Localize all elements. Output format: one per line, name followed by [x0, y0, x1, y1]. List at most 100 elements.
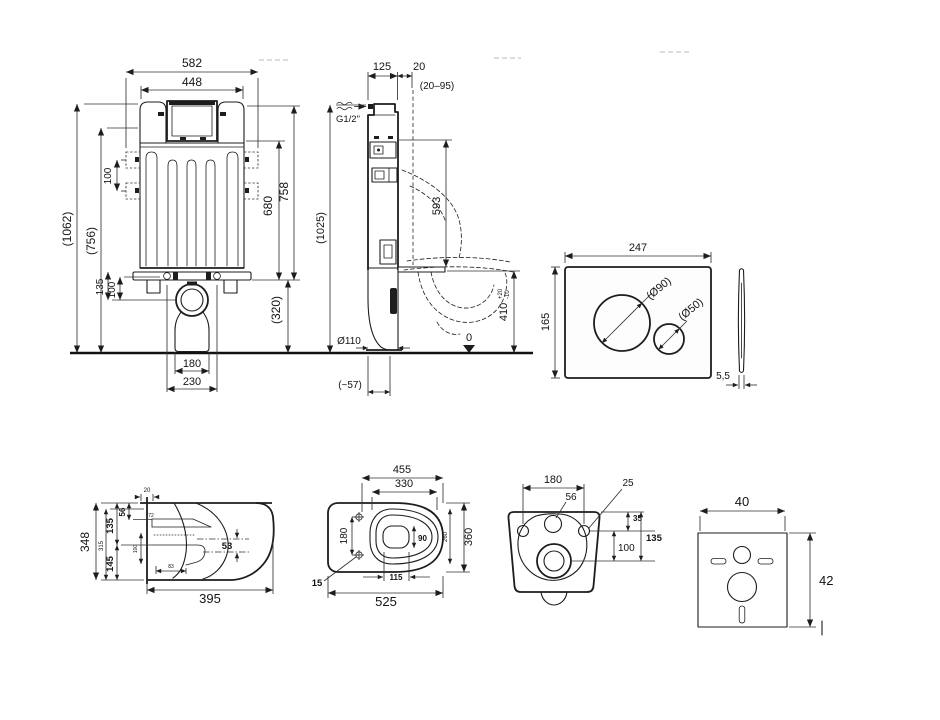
bowl-inner-shelf — [151, 518, 212, 566]
dim-hole-spacing-rear: 180 — [522, 474, 585, 524]
dim-offset-135: 135 — [95, 272, 175, 301]
dim-label-57: (~57) — [338, 380, 362, 391]
dim-depth-outer: 360 — [446, 502, 475, 573]
dim-width-seat: 455 — [361, 464, 444, 512]
dim-offset-115: 115 — [363, 552, 430, 582]
dim-offset-100-rear: 100 — [572, 531, 655, 562]
mounting-holes-top — [354, 512, 364, 560]
dim-label-330: 330 — [395, 478, 413, 490]
dim-label-135-front: 135 — [95, 278, 106, 295]
dim-drain-width: 230 — [166, 285, 218, 393]
dim-label-1025: (1025) — [315, 212, 327, 244]
dim-label-680: 680 — [261, 196, 275, 216]
water-wave-icon — [336, 101, 353, 111]
dim-label-83: 83 — [168, 564, 174, 570]
dim-label-55: 5,5 — [716, 371, 730, 382]
dim-anchor-spacing: 100 — [103, 159, 126, 192]
dim-pad-width: 40 — [699, 494, 786, 531]
flush-plate-edge-profile — [737, 268, 746, 374]
dim-label-g12: G1/2" — [336, 114, 360, 125]
dim-outlet-height: 410 +20 -10 — [447, 270, 520, 353]
dim-hole-offset: 15 — [312, 556, 357, 589]
dim-label-180-top: 180 — [339, 527, 350, 544]
rear-left-hole — [516, 524, 530, 538]
dim-label-o110: Ø110 — [337, 336, 361, 347]
dim-label-100-front: 100 — [107, 281, 118, 298]
dim-drain-offset: (~57) — [338, 356, 391, 396]
rear-drain-inner — [543, 550, 565, 572]
dim-top-offset: 20 — [134, 488, 160, 501]
dim-label-35: 35 — [633, 514, 642, 523]
dim-plate-thickness: 5,5 — [716, 371, 757, 389]
dim-label-180-front: 180 — [183, 358, 201, 370]
dim-label-165: 165 — [540, 313, 552, 331]
dim-pad-height: 42 — [789, 532, 833, 628]
dim-label-90: 90 — [418, 534, 427, 543]
dim-label-756: (756) — [84, 227, 98, 255]
dim-label-582: 582 — [182, 56, 202, 70]
front-view-installation-frame: 582 448 (1062) (756) 100 135 100 758 — [60, 56, 300, 393]
dim-label-135-side: 135 — [105, 517, 116, 534]
flush-plate-view: (Ø90) (Ø50) 247 165 5,5 — [540, 242, 757, 389]
dim-frame-height-inner: (756) — [84, 127, 138, 353]
dim-hole-56: 56 — [555, 492, 577, 519]
dim-hole-25: 25 — [588, 478, 634, 529]
dim-label-320: (320) — [269, 296, 283, 324]
rear-drain-outer — [536, 543, 572, 579]
dim-100-inner: 100 — [133, 533, 144, 564]
frame-base-plate — [132, 271, 252, 294]
side-view-installation-frame: G1/2" 125 20 (20–95) (1025) 593 410 +20 … — [315, 61, 520, 396]
dim-56-left: 56 — [118, 503, 152, 520]
drain-elbow-pipe — [366, 269, 402, 351]
pad-outline — [697, 532, 788, 628]
dim-label-247: 247 — [629, 242, 647, 254]
dim-flush-hole: 90 — [411, 526, 427, 548]
frame-slats — [145, 151, 239, 267]
dim-drain-diameter: Ø110 — [337, 336, 410, 351]
dim-frame-height-outer: (1062) — [60, 103, 138, 353]
dim-label-455: 455 — [393, 464, 411, 476]
dim-135-left: 135 — [105, 503, 152, 546]
dim-label-348: 348 — [78, 532, 92, 552]
toilet-bowl-dashed-silhouette — [401, 169, 514, 335]
dim-label-40: 40 — [735, 494, 749, 509]
pad-right-slot — [757, 558, 774, 565]
dim-315-left: 315 — [99, 508, 144, 580]
dim-label-100-rear: 100 — [618, 543, 635, 554]
toilet-top-view: 455 330 180 90 260 360 115 15 — [312, 464, 475, 609]
dim-label-145: 145 — [105, 555, 116, 572]
dim-label-tol-minus: -10 — [505, 290, 511, 299]
dim-145-left: 145 — [105, 545, 120, 580]
rear-right-hole — [577, 524, 591, 538]
dim-offset-100: 100 — [107, 276, 160, 300]
dim-seat-step: 53 — [197, 529, 249, 562]
scan-artifact — [259, 51, 689, 61]
flush-button-small — [653, 323, 685, 355]
toilet-rear-view: 180 56 25 35 100 135 — [507, 474, 663, 606]
flush-plate-panel — [564, 266, 712, 379]
dim-label-115: 115 — [390, 573, 403, 582]
dim-label-448: 448 — [182, 75, 202, 89]
dim-label-135-rear: 135 — [646, 533, 663, 544]
seat-outline-outer — [369, 508, 439, 565]
dim-348-left: 348 — [78, 502, 144, 581]
drain-outlet — [174, 281, 210, 353]
mounting-shelf — [397, 266, 446, 273]
dim-label-20-top: 20 — [144, 488, 151, 494]
dim-label-410: 410 — [498, 303, 510, 321]
dim-label-525: 525 — [375, 594, 397, 609]
dim-label-100-anchor: 100 — [103, 167, 114, 184]
pad-top-hole — [732, 545, 752, 565]
dim-height-right-inner: 680 — [246, 140, 285, 280]
floor-level-marker: 0 — [463, 332, 475, 353]
dim-wall-offset: 20 — [397, 61, 425, 79]
flush-hole — [382, 525, 410, 549]
dim-width-opening: 330 — [371, 478, 438, 510]
dim-drain-spacing: 180 — [174, 352, 210, 375]
sound-pad-view: 40 42 — [697, 494, 833, 636]
pad-big-hole — [726, 571, 758, 603]
pad-left-slot — [710, 558, 727, 565]
rear-top-hole — [543, 514, 563, 534]
dim-plate-width: 247 — [564, 242, 712, 263]
